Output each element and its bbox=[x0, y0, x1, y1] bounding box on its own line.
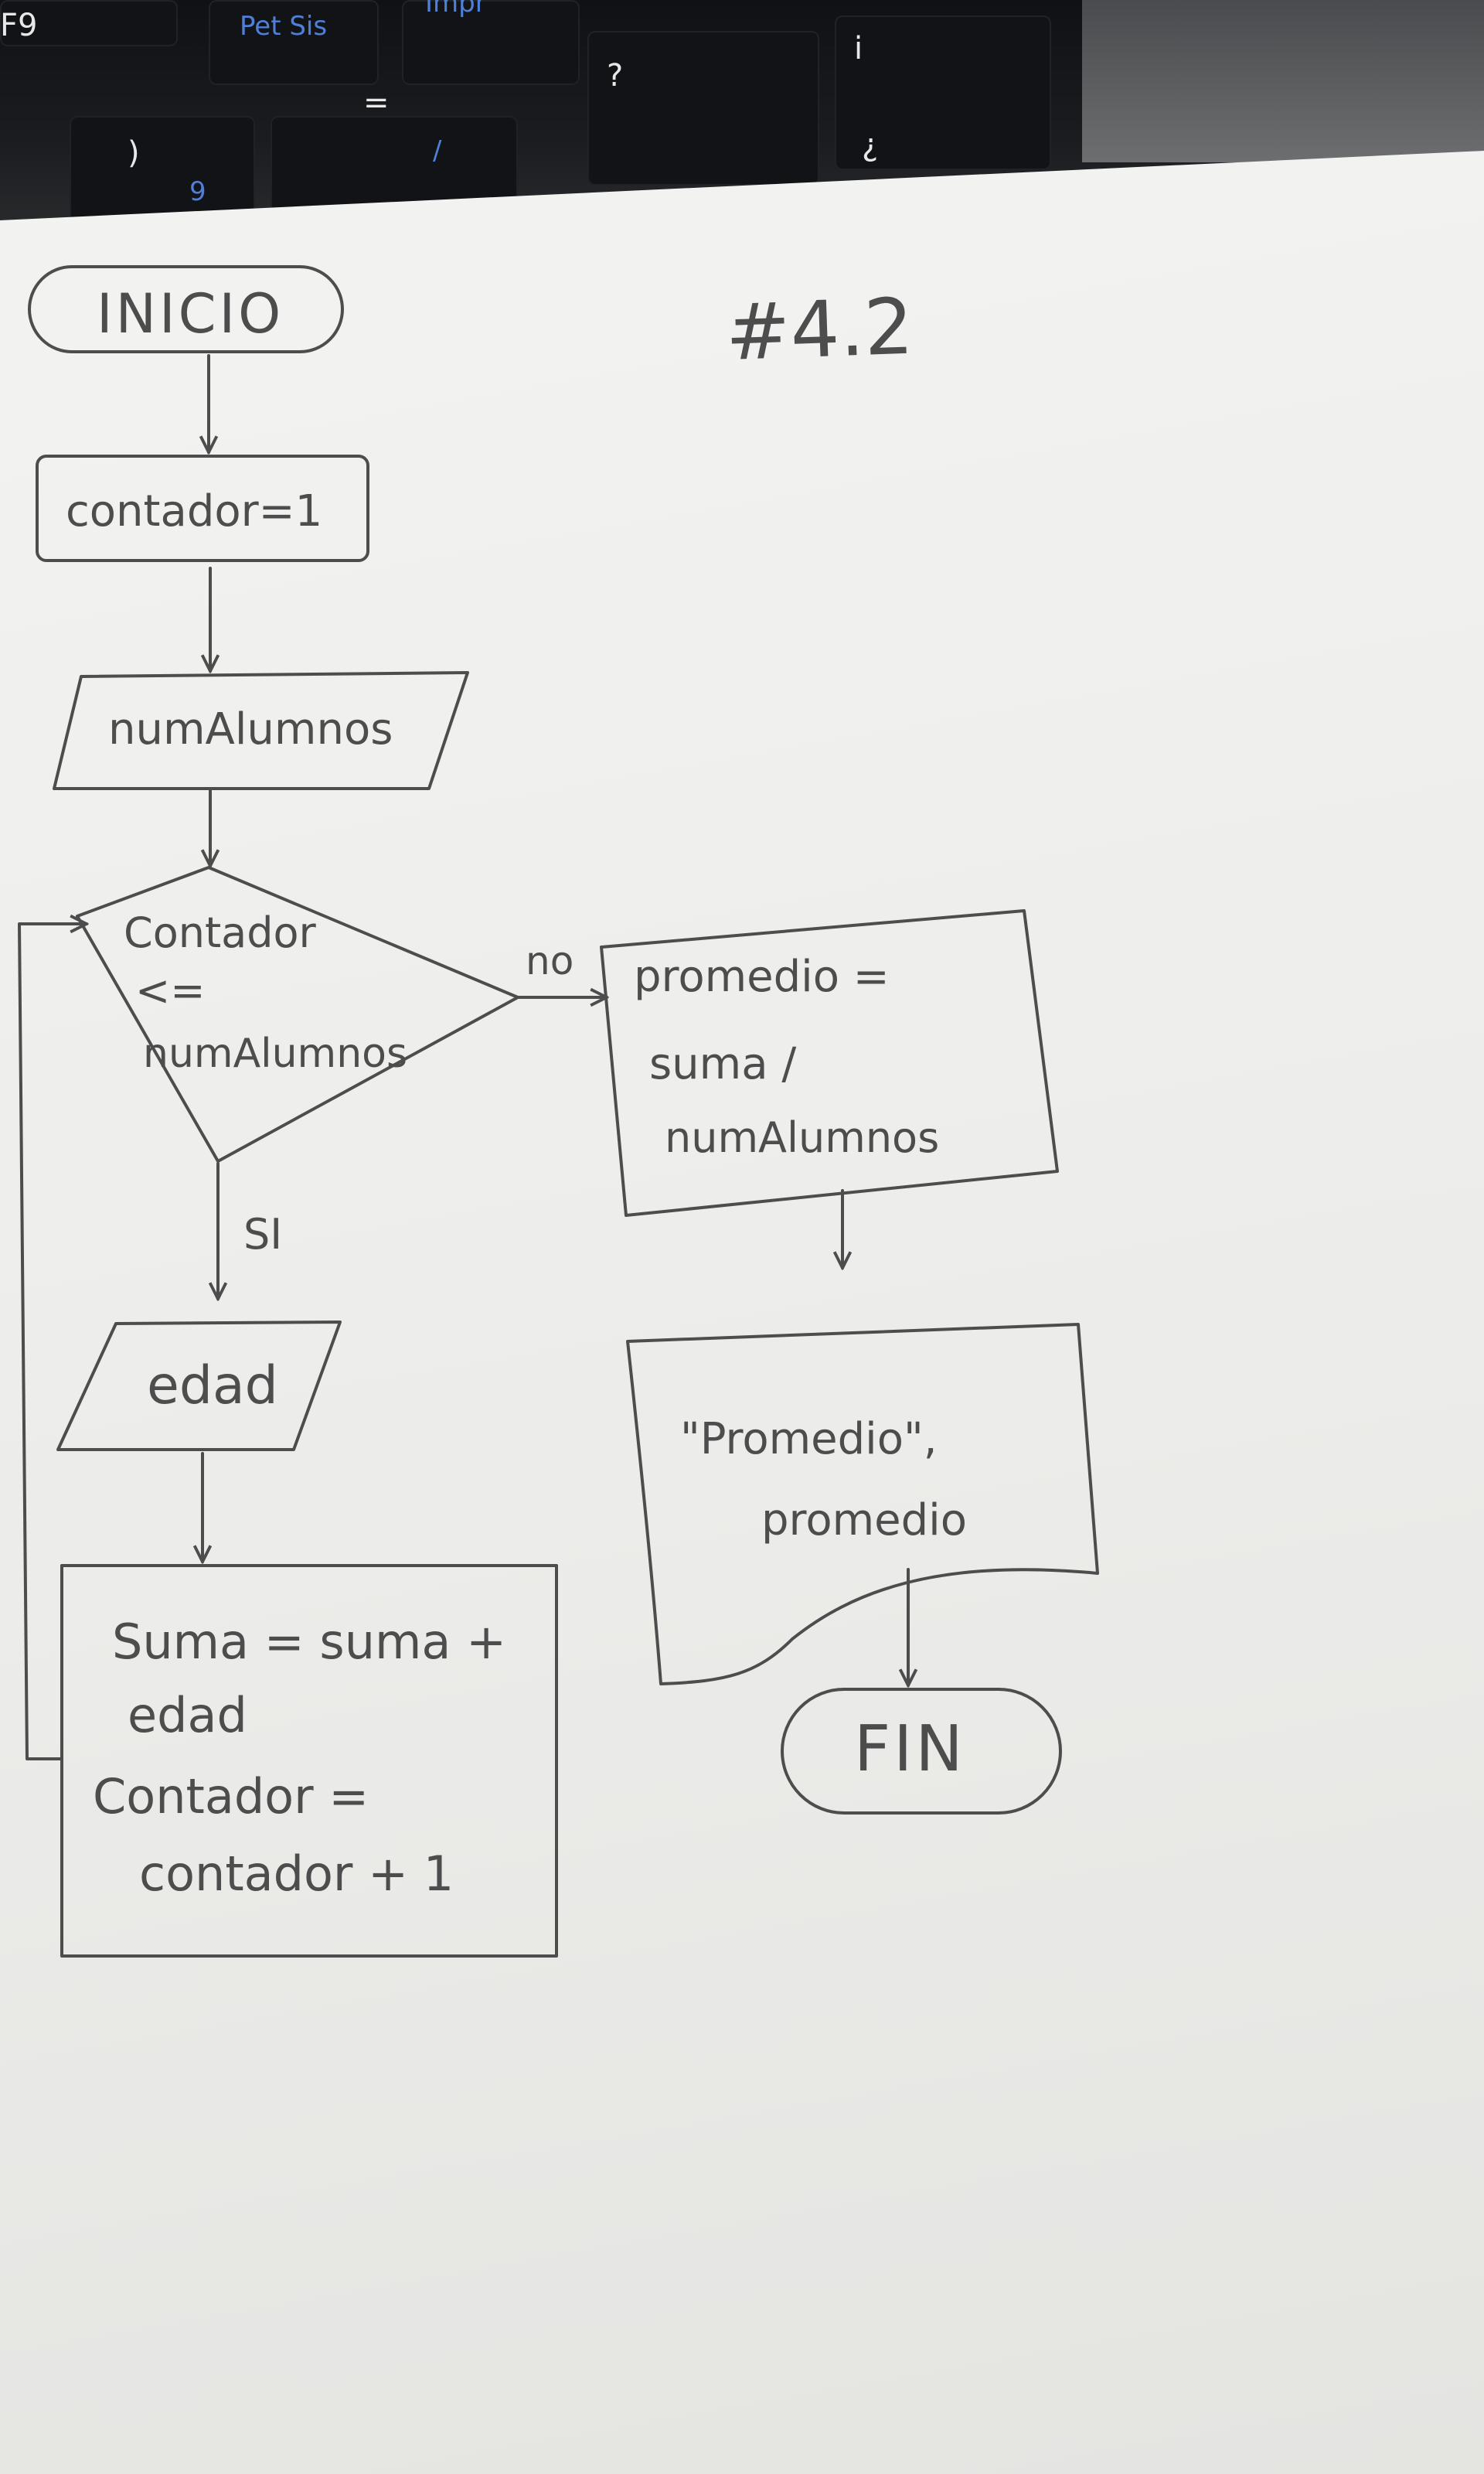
connector-loop-back bbox=[18, 924, 87, 1760]
desk-surface bbox=[1082, 0, 1484, 162]
key-f9-label: F9 bbox=[0, 8, 38, 43]
decision-line-2: <= bbox=[135, 966, 206, 1015]
process-line-4: contador + 1 bbox=[139, 1845, 454, 1902]
key-impr-label: Impr bbox=[425, 0, 486, 19]
key-petsis-label: Pet Sis bbox=[240, 11, 328, 42]
input-age-label: edad bbox=[147, 1355, 278, 1416]
input-count-parallelogram bbox=[53, 671, 469, 790]
start-terminator bbox=[28, 265, 344, 353]
decision-diamond bbox=[76, 866, 519, 1163]
decision-line-1: Contador bbox=[124, 908, 317, 957]
key-question-label: ? bbox=[607, 58, 624, 94]
process-line-3: Contador = bbox=[93, 1768, 369, 1825]
decision-line-3: numAlumnos bbox=[143, 1031, 407, 1077]
init-process-box bbox=[36, 455, 369, 562]
accumulate-process-box bbox=[60, 1564, 558, 1958]
output-line-2: promedio bbox=[761, 1495, 967, 1545]
init-label: contador=1 bbox=[66, 486, 322, 537]
input-age-parallelogram bbox=[56, 1320, 342, 1451]
key-equals-label: = bbox=[363, 85, 390, 121]
keyboard-key bbox=[587, 31, 819, 186]
output-line-1: "Promedio", bbox=[680, 1414, 938, 1464]
process-line-1: Suma = suma + bbox=[112, 1614, 506, 1670]
end-label: FIN bbox=[854, 1712, 966, 1786]
page-label: #4.2 bbox=[724, 281, 915, 378]
key-9-label: 9 bbox=[189, 176, 206, 207]
average-line-2: suma / bbox=[649, 1039, 796, 1089]
output-document-shape bbox=[626, 1323, 1099, 1685]
input-count-label: numAlumnos bbox=[108, 704, 393, 755]
keyboard-key bbox=[835, 15, 1051, 170]
average-line-3: numAlumnos bbox=[665, 1113, 939, 1162]
process-line-2: edad bbox=[128, 1687, 247, 1743]
start-label: INICIO bbox=[97, 282, 284, 346]
branch-no-label: no bbox=[526, 939, 574, 983]
paper-sheet bbox=[0, 151, 1484, 2474]
keyboard-key bbox=[209, 0, 379, 85]
keyboard-key bbox=[0, 0, 178, 46]
key-i-label: i bbox=[854, 31, 863, 66]
key-inverted-question-label: ¿ bbox=[862, 128, 879, 163]
average-process-box bbox=[600, 909, 1059, 1217]
average-line-1: promedio = bbox=[634, 952, 890, 1002]
key-slash-label: / bbox=[433, 135, 442, 166]
keyboard-key bbox=[402, 0, 580, 85]
key-paren-label: ) bbox=[128, 135, 140, 171]
branch-yes-label: SI bbox=[243, 1210, 282, 1259]
end-terminator bbox=[781, 1688, 1062, 1815]
